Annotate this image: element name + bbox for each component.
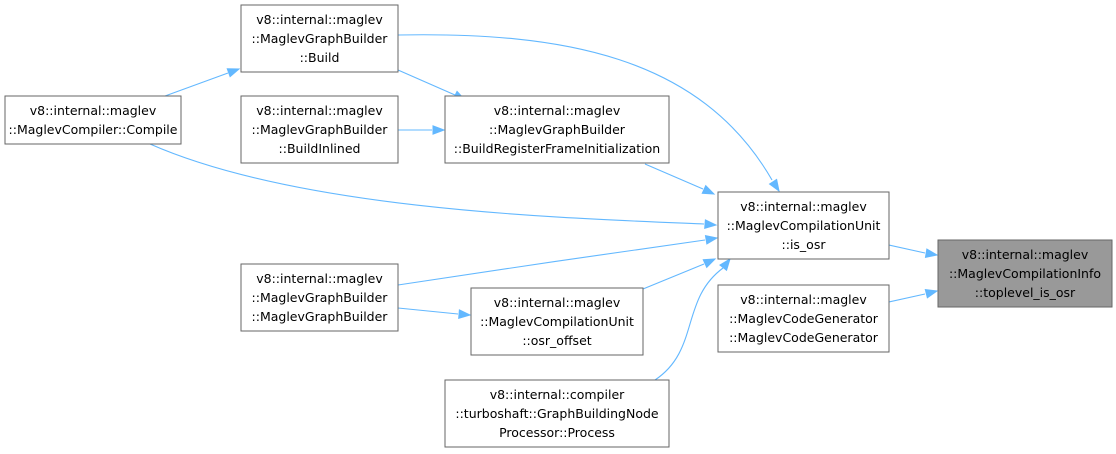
- node-label-line: v8::internal::maglev: [256, 12, 383, 27]
- node-is_osr[interactable]: v8::internal::maglev::MaglevCompilationU…: [717, 191, 890, 260]
- arrowhead-icon: [701, 184, 716, 195]
- edge-build-to-is_osr: [397, 34, 780, 193]
- edge-graphbuilder-to-is_osr: [397, 235, 719, 286]
- node-label-line: ::MaglevGraphBuilder: [489, 122, 626, 137]
- node-label-line: v8::internal::compiler: [490, 387, 625, 402]
- arrowhead-icon: [226, 68, 241, 78]
- edge-compile-to-is_osr: [149, 143, 718, 229]
- node-label-line: ::turboshaft::GraphBuildingNode: [455, 406, 659, 421]
- edge-line: [397, 34, 773, 181]
- edge-graphbuilder-to-osr_offset: [397, 307, 472, 319]
- arrowhead-icon: [432, 125, 446, 135]
- node-box: [470, 287, 644, 356]
- node-label-line: ::BuildRegisterFrameInitialization: [454, 141, 660, 156]
- arrowhead-icon: [924, 248, 939, 258]
- node-label-line: v8::internal::maglev: [740, 292, 867, 307]
- node-label-line: ::MaglevGraphBuilder: [252, 122, 389, 137]
- node-label-line: Processor::Process: [499, 425, 615, 440]
- edge-buildinlined-to-buildreg: [398, 125, 446, 135]
- node-label-line: ::MaglevCodeGenerator: [729, 311, 879, 326]
- node-label-line: v8::internal::maglev: [740, 199, 867, 214]
- edge-turboshaft-to-is_osr: [654, 257, 731, 381]
- node-label-line: ::osr_offset: [522, 333, 591, 348]
- arrowhead-icon: [458, 309, 472, 319]
- edge-line: [642, 263, 705, 290]
- node-label-line: v8::internal::maglev: [256, 103, 383, 118]
- node-toplevel: v8::internal::maglev::MaglevCompilationI…: [937, 239, 1113, 308]
- node-box: [240, 95, 399, 164]
- arrowhead-icon: [719, 257, 731, 272]
- edge-is_osr-to-toplevel: [888, 244, 939, 258]
- edge-line: [888, 293, 926, 303]
- edge-line: [397, 239, 706, 286]
- node-turboshaft[interactable]: v8::internal::compiler::turboshaft::Grap…: [444, 379, 670, 448]
- arrowhead-icon: [702, 258, 717, 269]
- node-label-line: ::toplevel_is_osr: [975, 285, 1076, 300]
- edge-line: [164, 72, 229, 97]
- node-label-line: ::MaglevCompilationInfo: [949, 266, 1101, 281]
- node-label-line: ::MaglevGraphBuilder: [252, 290, 389, 305]
- edge-compile-to-build: [164, 68, 241, 97]
- edge-line: [397, 69, 456, 96]
- node-box: [444, 95, 670, 164]
- node-label-line: ::BuildInlined: [279, 141, 361, 156]
- node-box: [937, 239, 1113, 308]
- node-label-line: ::MaglevCompiler::Compile: [9, 122, 178, 137]
- node-box: [717, 284, 890, 353]
- edge-line: [149, 143, 705, 225]
- edge-line: [644, 163, 704, 190]
- node-compile[interactable]: v8::internal::maglev::MaglevCompiler::Co…: [4, 95, 182, 145]
- edge-line: [888, 244, 926, 254]
- edge-line: [654, 267, 724, 381]
- node-label-line: ::MaglevGraphBuilder: [252, 31, 389, 46]
- node-label-line: ::MaglevCompilationUnit: [727, 218, 881, 233]
- arrowhead-icon: [704, 235, 719, 245]
- arrowhead-icon: [704, 219, 718, 229]
- node-label-line: ::Build: [300, 50, 340, 65]
- node-label-line: v8::internal::maglev: [256, 271, 383, 286]
- node-box: [240, 4, 399, 73]
- node-box: [240, 263, 399, 332]
- node-label-line: v8::internal::maglev: [494, 295, 621, 310]
- edge-osr_offset-to-is_osr: [642, 258, 717, 290]
- edge-codegen-to-toplevel: [888, 289, 939, 303]
- node-label-line: ::MaglevGraphBuilder: [252, 309, 389, 324]
- node-codegen[interactable]: v8::internal::maglev::MaglevCodeGenerato…: [717, 284, 890, 353]
- arrowhead-icon: [768, 178, 780, 193]
- node-label-line: v8::internal::maglev: [962, 247, 1089, 262]
- node-buildinlined[interactable]: v8::internal::maglev::MaglevGraphBuilder…: [240, 95, 399, 164]
- node-box: [717, 191, 890, 260]
- arrowhead-icon: [924, 289, 939, 299]
- node-graphbuilder[interactable]: v8::internal::maglev::MaglevGraphBuilder…: [240, 263, 399, 332]
- node-label-line: v8::internal::maglev: [494, 103, 621, 118]
- node-label-line: ::is_osr: [782, 237, 827, 252]
- node-label-line: ::MaglevCodeGenerator: [729, 330, 879, 345]
- edge-line: [397, 307, 459, 315]
- node-label-line: ::MaglevCompilationUnit: [480, 314, 634, 329]
- node-buildreg[interactable]: v8::internal::maglev::MaglevGraphBuilder…: [444, 95, 670, 164]
- node-label-line: v8::internal::maglev: [30, 103, 157, 118]
- edge-buildreg-to-is_osr: [644, 163, 716, 195]
- node-osr_offset[interactable]: v8::internal::maglev::MaglevCompilationU…: [470, 287, 644, 356]
- node-box: [4, 95, 182, 145]
- node-build[interactable]: v8::internal::maglev::MaglevGraphBuilder…: [240, 4, 399, 73]
- node-box: [444, 379, 670, 448]
